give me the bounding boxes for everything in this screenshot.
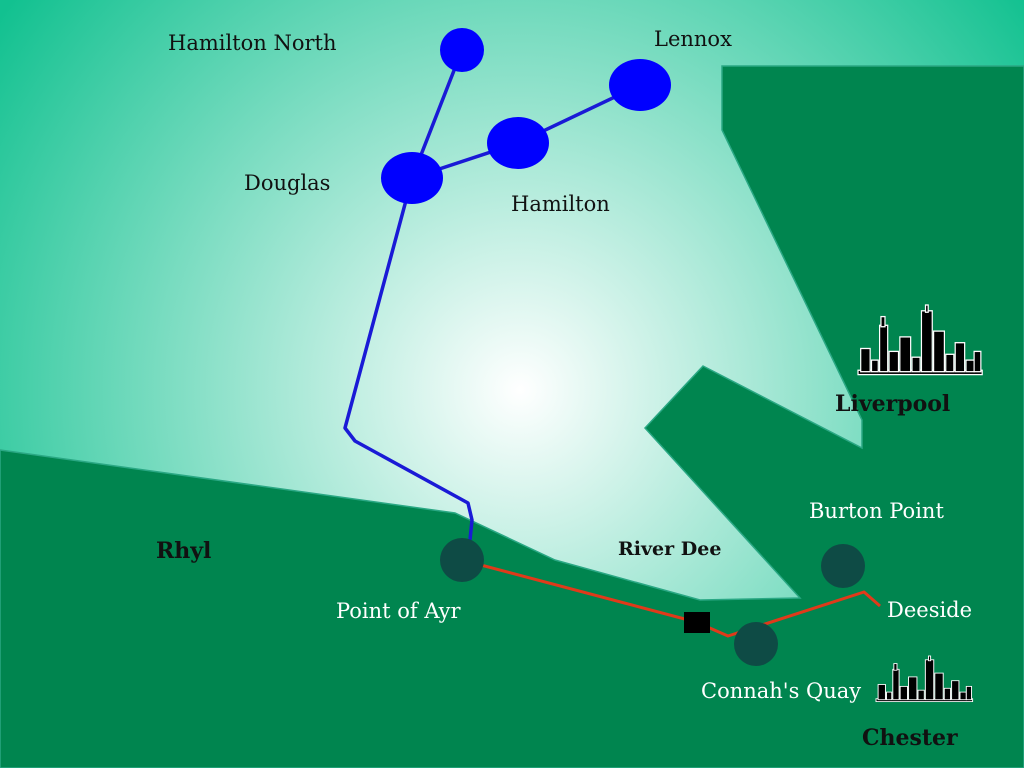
label-connahs-quay: Connah's Quay (701, 679, 862, 703)
label-rhyl: Rhyl (156, 538, 212, 564)
label-hamilton-north: Hamilton North (168, 31, 337, 55)
hamilton-north-platform (440, 28, 484, 72)
land-wales (0, 65, 1024, 768)
electricity-cable (461, 558, 881, 638)
hamilton-platform (487, 117, 549, 169)
douglas-platform (381, 152, 443, 204)
lennox-platform (609, 59, 671, 111)
label-lennox: Lennox (654, 27, 732, 51)
label-hamilton: Hamilton (511, 192, 610, 216)
label-deeside: Deeside (887, 598, 973, 622)
label-burton-point: Burton Point (809, 499, 944, 523)
label-chester: Chester (862, 725, 958, 751)
point-of-ayr-terminal (440, 538, 484, 582)
junction-box (684, 612, 710, 633)
label-point-of-ayr: Point of Ayr (336, 599, 461, 623)
label-liverpool: Liverpool (835, 391, 951, 417)
burton-point-node (821, 544, 865, 588)
label-river-dee: River Dee (618, 538, 722, 560)
label-douglas: Douglas (244, 171, 331, 195)
connahs-quay-node (734, 622, 778, 666)
